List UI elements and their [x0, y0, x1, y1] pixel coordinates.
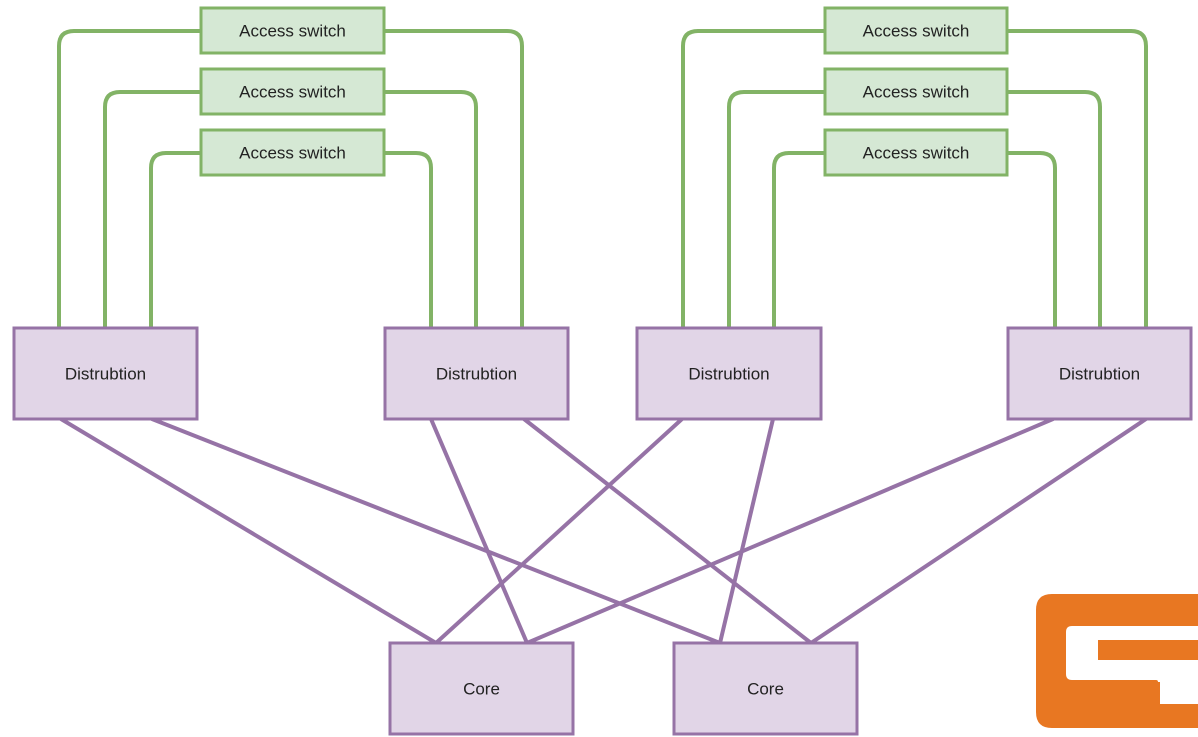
distribution-label: Distrubtion	[688, 365, 769, 384]
access-switch-node[interactable]: Access switch	[199, 128, 386, 177]
link-access-6-dist-4	[1008, 151, 1057, 327]
distribution-node[interactable]: Distrubtion	[1006, 326, 1193, 421]
link-access-4-dist-3	[681, 29, 824, 327]
link-dist-4-core-1	[525, 417, 1055, 645]
distribution-layer: Distrubtion Distrubtion Distrubtion Dist…	[12, 326, 1193, 421]
access-distribution-links	[57, 29, 1148, 327]
core-label: Core	[463, 680, 500, 699]
link-dist-3-core-2	[718, 417, 775, 645]
link-access-5-dist-3	[727, 90, 824, 327]
access-switch-node[interactable]: Access switch	[823, 128, 1009, 177]
core-label: Core	[747, 680, 784, 699]
access-switch-label: Access switch	[239, 83, 346, 102]
access-switch-label: Access switch	[863, 22, 970, 41]
link-access-2-dist-2	[385, 90, 478, 327]
distribution-node[interactable]: Distrubtion	[383, 326, 570, 421]
access-switch-label: Access switch	[239, 22, 346, 41]
core-node[interactable]: Core	[672, 641, 859, 736]
link-access-3-dist-1	[149, 151, 200, 327]
distribution-label: Distrubtion	[65, 365, 146, 384]
distribution-label: Distrubtion	[436, 365, 517, 384]
link-dist-4-core-2	[809, 417, 1148, 645]
access-switch-node[interactable]: Access switch	[823, 67, 1009, 116]
distribution-label: Distrubtion	[1059, 365, 1140, 384]
access-switch-label: Access switch	[863, 83, 970, 102]
access-switch-node[interactable]: Access switch	[199, 67, 386, 116]
link-dist-1-core-2	[150, 417, 722, 645]
access-switch-node[interactable]: Access switch	[199, 6, 386, 55]
link-dist-3-core-1	[434, 417, 684, 645]
core-node[interactable]: Core	[388, 641, 575, 736]
distribution-node[interactable]: Distrubtion	[635, 326, 823, 421]
access-switch-label: Access switch	[863, 144, 970, 163]
link-access-1-dist-2	[385, 29, 524, 327]
link-dist-1-core-1	[59, 417, 438, 645]
distribution-core-links	[59, 417, 1148, 645]
distribution-node[interactable]: Distrubtion	[12, 326, 199, 421]
access-switch-label: Access switch	[239, 144, 346, 163]
link-access-4-dist-4	[1008, 29, 1148, 327]
link-access-2-dist-1	[103, 90, 200, 327]
company-logo-icon	[1036, 594, 1198, 728]
access-layer: Access switch Access switch Access switc…	[199, 6, 1009, 177]
link-access-5-dist-4	[1008, 90, 1102, 327]
core-layer: Core Core	[388, 641, 859, 736]
link-dist-2-core-1	[429, 417, 529, 645]
link-access-3-dist-2	[385, 151, 433, 327]
access-switch-node[interactable]: Access switch	[823, 6, 1009, 55]
link-access-6-dist-3	[772, 151, 824, 327]
link-dist-2-core-2	[522, 417, 813, 645]
link-access-1-dist-1	[57, 29, 200, 327]
